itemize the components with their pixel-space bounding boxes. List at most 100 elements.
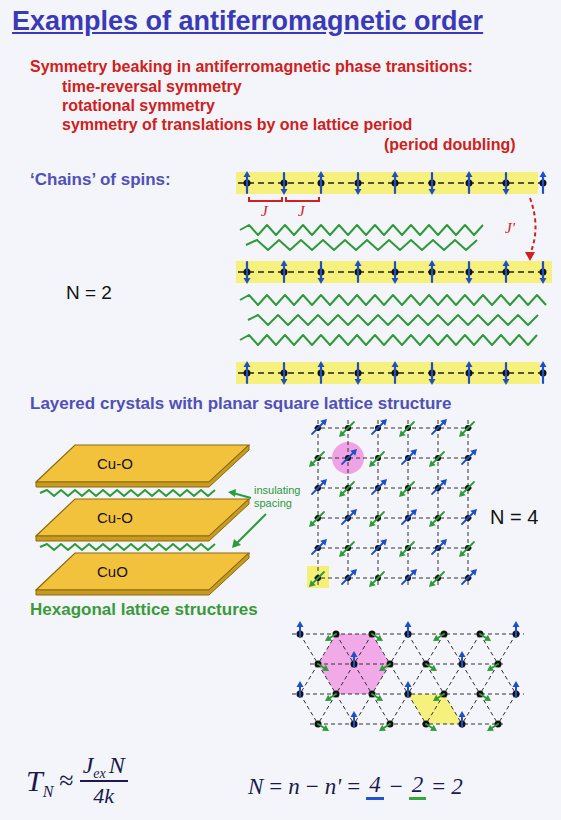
spin-arrow-head — [433, 695, 440, 701]
spin-arrow-head — [325, 635, 332, 641]
unit-cell-patch — [408, 694, 462, 724]
formula-term: n — [288, 774, 300, 799]
count-label: N = 2 — [66, 282, 112, 304]
spin-arrow — [343, 542, 354, 553]
formula-term: 4 — [366, 772, 384, 800]
spin-arrow — [542, 262, 544, 278]
spin-arrow-head — [369, 580, 376, 587]
formula-term: − — [390, 774, 403, 799]
spin-arrow — [463, 422, 474, 433]
spin-arrow — [342, 573, 353, 584]
spin-arrow — [313, 572, 324, 583]
spin-arrow — [433, 572, 444, 583]
spin-arrow — [515, 687, 517, 697]
formula-term: − — [306, 774, 319, 799]
lattice-line — [354, 634, 372, 664]
spin-arrow — [407, 627, 409, 637]
spin-arrow-head — [380, 539, 387, 546]
spin-arrow-head — [355, 189, 362, 195]
spin-arrow — [299, 627, 301, 637]
spin-arrow-head — [244, 171, 251, 177]
spin-arrow — [468, 262, 470, 278]
spin-arrow-head — [392, 171, 399, 177]
spin-arrow — [394, 177, 396, 193]
interchain-coupling — [530, 198, 536, 254]
spin-arrow-head — [351, 651, 358, 657]
formula-term: 2 — [409, 772, 427, 800]
plate-shape — [35, 498, 250, 542]
spin-arrow-head — [380, 419, 387, 426]
spin-arrow-head — [466, 361, 473, 367]
spin-arrow-head — [540, 171, 547, 177]
spin-arrow — [372, 634, 378, 638]
spin-arrow-head — [318, 171, 325, 177]
lattice-line — [498, 664, 516, 694]
leader-arrow-head — [228, 489, 236, 497]
formula: TN≈JexN4k — [26, 752, 128, 809]
formula-term: N — [109, 752, 125, 779]
formula-term: 2 — [451, 774, 463, 799]
spin-arrow-head — [429, 260, 436, 266]
spin-arrow-head — [540, 278, 547, 284]
spin-arrow — [246, 367, 248, 383]
spacer-scribble — [240, 295, 546, 305]
spin-arrow — [433, 512, 444, 523]
note-text: (period doubling) — [384, 136, 516, 154]
spin-arrow-head — [466, 171, 473, 177]
spin-arrow-head — [484, 635, 491, 641]
spin-arrow — [492, 664, 498, 668]
coupling-label: J — [298, 203, 305, 220]
count-label: N = 4 — [490, 506, 538, 529]
spin-arrow — [372, 423, 383, 434]
spin-arrow-head — [339, 430, 346, 437]
lattice-line — [372, 634, 390, 664]
spin-arrow-head — [379, 665, 386, 671]
spin-arrow-head — [369, 460, 376, 467]
spin-arrow — [505, 173, 507, 189]
spin-arrow — [431, 363, 433, 379]
spacer-scribble — [40, 544, 215, 550]
lattice-line — [314, 548, 472, 549]
lattice-line — [336, 694, 354, 724]
spin-arrow — [246, 262, 248, 278]
interchain-coupling-head — [525, 252, 535, 261]
formula-term: J — [83, 752, 94, 779]
spin-arrow-head — [320, 539, 327, 546]
spin-arrow — [463, 542, 474, 553]
spin-arrow — [299, 687, 301, 697]
spin-arrow-head — [297, 681, 304, 687]
spin-arrow — [402, 513, 413, 524]
hexagon-patch — [318, 634, 390, 694]
spin-arrow — [462, 453, 473, 464]
spacer-scribble — [246, 240, 477, 250]
spin-arrow-head — [281, 379, 288, 385]
spin-arrow-head — [440, 479, 447, 486]
spin-arrow-head — [339, 550, 346, 557]
page-title: Examples of antiferromagnetic order — [12, 6, 483, 37]
spin-arrow — [461, 717, 463, 727]
spin-arrow-head — [281, 260, 288, 266]
lattice-line — [314, 578, 472, 579]
lattice-line — [426, 634, 444, 664]
fraction: JexN4k — [80, 752, 128, 809]
spin-arrow-head — [309, 460, 316, 467]
spin-arrow-head — [322, 725, 329, 731]
formula-term: N — [248, 774, 263, 799]
spin-arrow — [313, 452, 324, 463]
lattice-line — [314, 518, 472, 519]
plate-edge — [36, 553, 249, 595]
symmetry-item: symmetry of translations by one lattice … — [62, 116, 412, 134]
lattice-line — [444, 694, 462, 724]
spin-arrow — [330, 694, 336, 698]
lattice-line — [480, 694, 498, 724]
spin-arrow-head — [318, 361, 325, 367]
lattice-line — [426, 664, 444, 694]
lattice-line — [408, 420, 409, 586]
spin-arrow — [320, 177, 322, 193]
lattice-line — [318, 420, 319, 586]
spin-arrow-head — [466, 278, 473, 284]
spin-arrow-head — [433, 635, 440, 641]
lattice-line — [310, 724, 506, 725]
symmetry-item: time-reversal symmetry — [62, 78, 242, 96]
spin-arrow-head — [350, 569, 357, 576]
